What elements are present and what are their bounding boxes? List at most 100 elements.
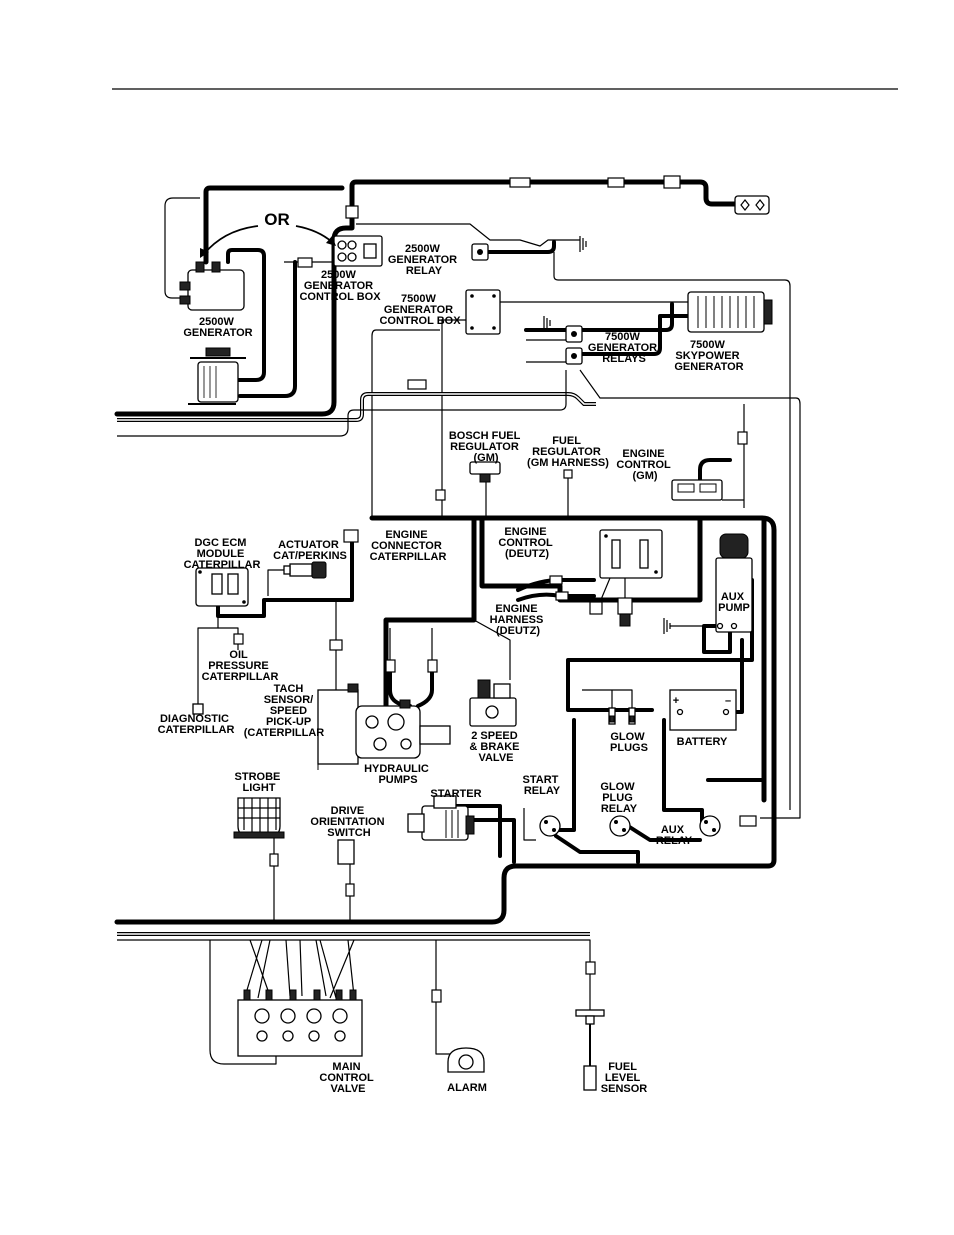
bosch-fuel-regulator-icon [469, 461, 501, 483]
engine-control-deutz-icon [599, 529, 663, 579]
connector-g [737, 431, 748, 445]
connector-a [345, 205, 359, 219]
label-control-box-2500w: 2500W GENERATOR CONTROL BOX [299, 269, 381, 303]
fuel-level-sensor-icon [575, 1009, 605, 1091]
diagnostic-connector-icon [192, 703, 204, 715]
wire-thin-c [117, 370, 567, 437]
label-main-control-valve: MAIN CONTROL VALVE [319, 1061, 376, 1095]
connector-f [407, 379, 427, 390]
label-actuator: ACTUATOR CAT/PERKINS [273, 539, 347, 562]
label-battery-plus: + [673, 695, 679, 707]
label-engine-control-deutz: ENGINE CONTROL (DEUTZ) [498, 526, 555, 560]
label-starter: STARTER [430, 788, 481, 800]
or-arrows [200, 225, 336, 258]
engine-harness-deutz-icon [516, 575, 633, 627]
label-fuel-level-sensor: FUEL LEVEL SENSOR [601, 1061, 648, 1095]
label-diagnostic: DIAGNOSTIC CATERPILLAR [158, 713, 235, 736]
main-control-valve-icon [237, 989, 363, 1057]
wire-valve-fan [243, 939, 355, 1001]
aux-pump-icon [715, 533, 753, 633]
connector-fuel [585, 961, 596, 975]
wire-pump-harness [383, 515, 477, 733]
wire-alarm [435, 940, 450, 1055]
connector-switch [345, 883, 355, 897]
starter-icon [407, 795, 475, 841]
start-relay-icon [539, 815, 561, 837]
two-speed-brake-valve-icon [469, 679, 517, 727]
glow-plug-relay-icon [609, 815, 631, 837]
wire-gen-loop [226, 248, 266, 382]
generator-control-box-7500w-icon [465, 289, 501, 335]
connector-oil [233, 633, 244, 645]
label-generator-2500w: 2500W GENERATOR [183, 316, 252, 339]
wire-actuator [267, 569, 290, 596]
label-relay-2500w: 2500W GENERATOR RELAY [388, 243, 460, 277]
wire-glow [582, 689, 633, 710]
wire-engine-harness [114, 515, 777, 925]
generator-2500w-icon [179, 261, 246, 405]
wire-7500-relay [580, 314, 692, 356]
connector-tach [329, 639, 343, 651]
label-drive-orientation-switch: DRIVE ORIENTATION SWITCH [310, 805, 387, 839]
wire-pump-drops [389, 628, 433, 660]
label-skypower: 7500W SKYPOWER GENERATOR [674, 339, 743, 373]
wire-battery-pos [566, 578, 754, 712]
label-engine-control-gm: ENGINE CONTROL (GM) [616, 448, 673, 482]
connector-h [435, 489, 446, 501]
wire-gen-down [238, 260, 297, 398]
wire-glow-relay [554, 834, 640, 864]
connector-pump-b [427, 659, 438, 673]
connector-d [663, 175, 681, 189]
drive-orientation-switch-icon [337, 839, 355, 865]
label-hydraulic-pumps: HYDRAULIC PUMPS [364, 763, 432, 786]
label-fuel-regulator-gm: FUEL REGULATOR (GM HARNESS) [527, 435, 609, 469]
connector-fuel-reg [563, 469, 573, 479]
engine-control-gm-icon [671, 479, 723, 501]
connector-engine [343, 529, 359, 543]
label-dgc-ecm: DGC ECM MODULE CATERPILLAR [184, 537, 261, 571]
wire-starter [454, 804, 516, 864]
dgc-ecm-module-icon [195, 567, 249, 607]
label-or: OR [264, 210, 290, 229]
hydraulic-pumps-icon [317, 683, 451, 770]
label-glow-plug-relay: GLOW PLUG RELAY [600, 781, 637, 815]
label-relays-7500w: 7500W GENERATOR RELAYS [588, 331, 660, 365]
label-aux-relay: AUX RELAY [656, 824, 693, 847]
wire-start-thin [523, 808, 536, 841]
label-bosch-fuel-regulator: BOSCH FUEL REGULATOR (GM) [449, 430, 523, 464]
wire-ecm [216, 538, 354, 618]
wire-aux-relay [662, 718, 704, 828]
ground-icon [543, 236, 704, 634]
wire-7500-heavy [524, 302, 674, 332]
label-battery-minus: – [725, 695, 731, 707]
wire-gen-top [203, 185, 345, 265]
wire-2speed [473, 619, 511, 680]
duplex-outlet-icon [734, 195, 770, 215]
labels: OR 2500W GENERATOR 2500W GENERATOR CONTR… [158, 210, 750, 1095]
label-start-relay: START RELAY [523, 774, 562, 797]
label-oil-pressure: OIL PRESSURE CATERPILLAR [202, 649, 279, 683]
wire-mcv-loop [209, 940, 277, 1065]
label-alarm: ALARM [447, 1082, 487, 1094]
label-control-box-7500w: 7500W GENERATOR CONTROL BOX [379, 293, 461, 327]
connector-e [297, 257, 313, 268]
connector-strobe [269, 853, 279, 867]
wire-pump-b [416, 666, 434, 708]
wire-relay-2500 [486, 240, 556, 254]
wire-diag [197, 616, 219, 706]
wire-cb-left2 [441, 319, 466, 520]
wire-glow-aux [626, 824, 702, 842]
skypower-generator-icon [687, 291, 773, 333]
aux-relay-icon [699, 815, 721, 837]
label-tach-sensor: TACH SENSOR/ SPEED PICK-UP (CATERPILLAR [244, 683, 325, 739]
generator-relays-7500w-icon [565, 325, 583, 365]
connector-c [607, 177, 625, 188]
wire-gen-thin-loop [164, 197, 200, 299]
wire-aux-pump [702, 624, 732, 654]
wire-thin-d [579, 369, 801, 819]
wire-fuel-level [117, 939, 591, 1010]
label-engine-connector: ENGINE CONNECTOR CATERPILLAR [370, 529, 447, 563]
wire-ec-cable [698, 458, 732, 490]
generator-control-box-2500w-icon [333, 235, 383, 267]
